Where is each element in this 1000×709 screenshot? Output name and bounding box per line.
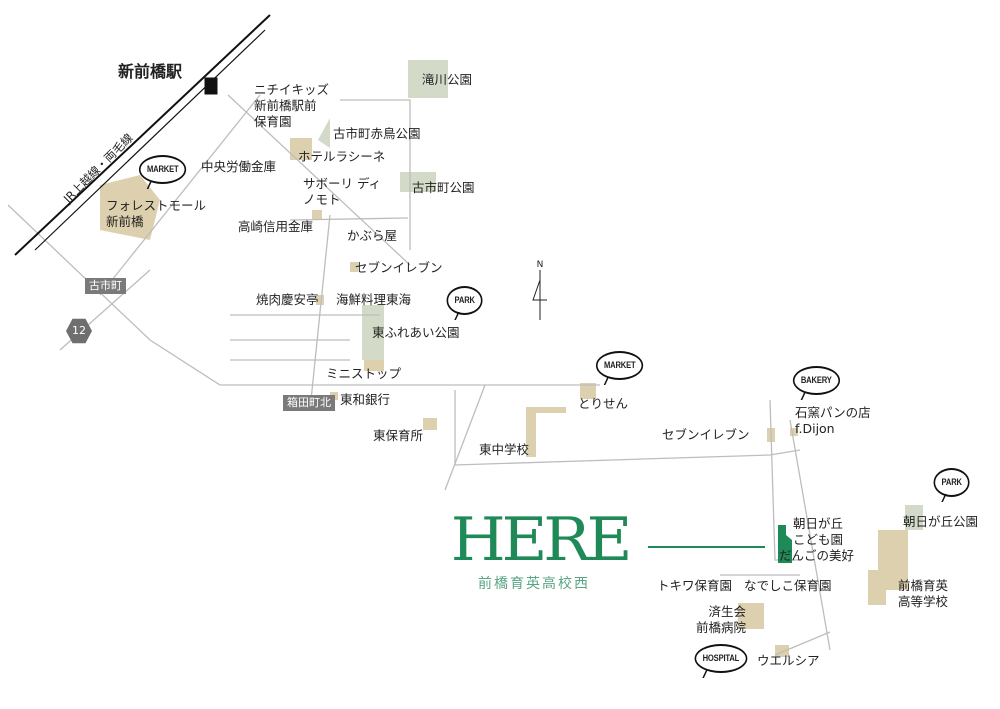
- place-dango: だんごの美好: [779, 548, 855, 563]
- north-arrow-icon: N: [530, 260, 550, 323]
- parks: [318, 60, 923, 530]
- station-label: 新前橋駅: [118, 62, 183, 81]
- north-label: N: [536, 260, 544, 270]
- place-higashi-chugakko: 東中学校: [479, 442, 530, 457]
- intersection-furuichi: 古市町: [85, 278, 126, 294]
- buildings: [100, 138, 908, 657]
- place-seven-eleven: セブンイレブン: [355, 260, 443, 275]
- place-rokin: 中央労働金庫: [201, 159, 277, 174]
- park-bubble: PARK: [933, 468, 970, 497]
- place-saiseikai: 済生会前橋病院: [696, 604, 747, 635]
- place-asahi-kodomoen: 朝日が丘こども園: [793, 516, 844, 547]
- park-bubble: PARK: [446, 286, 483, 315]
- place-seven-eleven: セブンイレブン: [662, 427, 750, 442]
- route-12-icon: 12: [66, 318, 92, 344]
- place-kaburaya: かぶら屋: [347, 228, 398, 243]
- place-nichii: ニチイキッズ新前橋駅前保育園: [254, 82, 330, 129]
- place-hotel: ホテルラシーネ: [298, 149, 386, 164]
- market-bubble: MARKET: [595, 351, 644, 380]
- place-asahi-park: 朝日が丘公園: [903, 514, 979, 529]
- place-akatori-park: 古市町赤鳥公園: [333, 126, 421, 141]
- hospital-bubble: HOSPITAL: [694, 644, 748, 673]
- place-welcia: ウエルシア: [757, 653, 820, 668]
- place-fureai-park: 東ふれあい公園: [372, 325, 460, 340]
- market-bubble: MARKET: [138, 155, 187, 184]
- place-keian: 焼肉慶安亭: [256, 292, 319, 307]
- here-subtitle: 前橋育英高校西: [478, 576, 590, 592]
- place-takigawa-park: 滝川公園: [422, 72, 473, 87]
- place-ministop: ミニストップ: [326, 366, 402, 381]
- place-sapori: サボーリ ディノモト: [303, 176, 382, 207]
- place-forest-mall: フォレストモール新前橋: [106, 198, 207, 229]
- place-higashi-hoikusho: 東保育所: [373, 428, 424, 443]
- here-marker: [648, 525, 792, 563]
- place-tokai: 海鮮料理東海: [336, 292, 412, 307]
- bakery-bubble: BAKERY: [792, 366, 840, 395]
- place-tokiwa: トキワ保育園: [657, 578, 733, 593]
- place-ikuei-high: 前橋育英高等学校: [898, 578, 949, 609]
- intersection-hakoda: 箱田町北: [283, 395, 335, 411]
- place-furuichi-park: 古市町公園: [412, 180, 475, 195]
- place-torisen: とりせん: [578, 396, 629, 411]
- here-title: HERE: [450, 505, 633, 575]
- place-nadeshiko: なでしこ保育園: [744, 578, 832, 593]
- railway: [14, 14, 271, 256]
- place-shinkin: 高崎信用金庫: [238, 219, 314, 234]
- place-towa-bank: 東和銀行: [340, 392, 391, 407]
